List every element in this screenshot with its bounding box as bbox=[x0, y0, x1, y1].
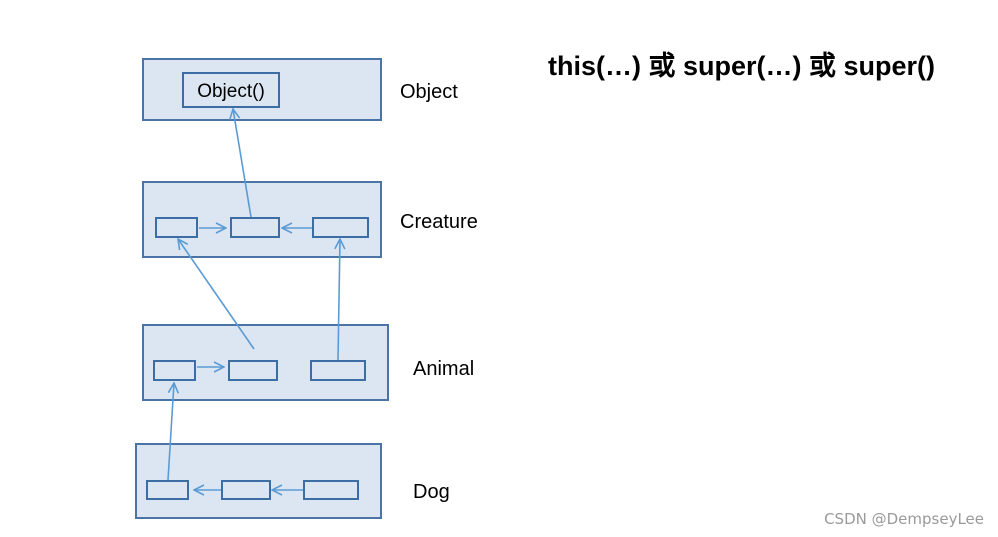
class-label-animal: Animal bbox=[413, 358, 474, 380]
class-label-object: Object bbox=[400, 81, 458, 103]
animal-constructor-3 bbox=[310, 360, 366, 381]
creature-constructor-2 bbox=[230, 217, 280, 238]
creature-constructor-3 bbox=[312, 217, 369, 238]
class-creature: Creature bbox=[142, 181, 478, 258]
class-label-dog: Dog bbox=[413, 481, 450, 503]
arrow-animal-to-creature-3 bbox=[338, 239, 340, 361]
animal-constructor-2 bbox=[228, 360, 278, 381]
call-arrows bbox=[167, 109, 340, 490]
class-dog: Dog bbox=[135, 443, 450, 519]
arrow-dog-to-animal-1 bbox=[167, 383, 174, 481]
creature-constructor-1 bbox=[155, 217, 198, 238]
heading-text: this(…) 或 super(…) 或 super() bbox=[548, 51, 935, 81]
arrow-animal-to-creature-1 bbox=[178, 239, 255, 350]
dog-constructor-2 bbox=[221, 480, 271, 500]
class-animal: Animal bbox=[142, 324, 474, 401]
arrow-creature-to-object bbox=[233, 109, 252, 218]
animal-constructor-1 bbox=[153, 360, 196, 381]
dog-constructor-3 bbox=[303, 480, 359, 500]
object-constructor-label: Object() bbox=[197, 81, 265, 102]
dog-constructor-1 bbox=[146, 480, 189, 500]
watermark-text: CSDN @DempseyLee bbox=[824, 510, 984, 528]
class-object: Object() Object bbox=[142, 58, 458, 121]
object-constructor-box bbox=[182, 72, 280, 108]
class-label-creature: Creature bbox=[400, 211, 478, 233]
